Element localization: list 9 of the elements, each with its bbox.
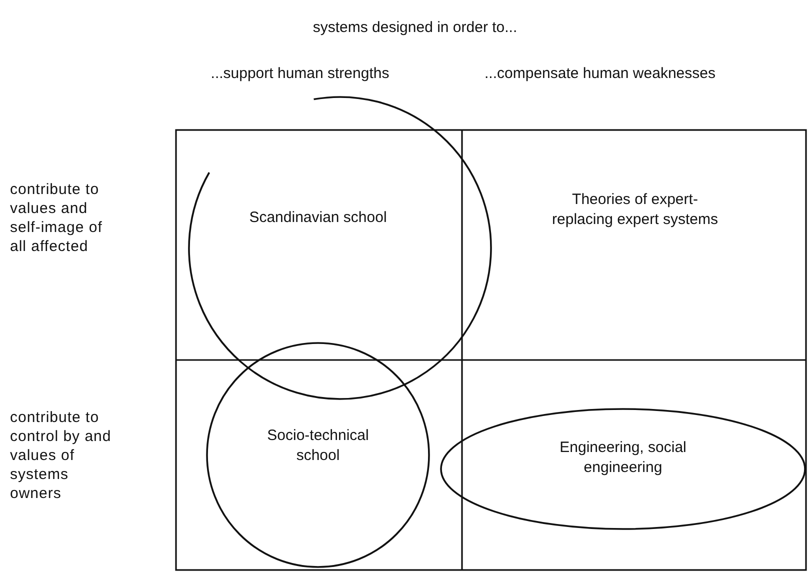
quadrant-label: Engineering, social engineering <box>558 438 688 478</box>
quadrant-label: Theories of expert-replacing expert systems <box>551 190 719 230</box>
axis-heading: systems designed in order to... <box>312 18 518 37</box>
row-heading: contribute to values and self-image of all affected <box>10 180 104 256</box>
column-heading: ...support human strengths <box>210 64 390 83</box>
column-heading: ...compensate human weaknesses <box>484 64 716 83</box>
quadrant-label: Scandinavian school <box>248 208 388 228</box>
row-heading: contribute to control by and values of systems owners <box>10 408 112 503</box>
quadrant-label: Socio-technical school <box>266 426 370 466</box>
